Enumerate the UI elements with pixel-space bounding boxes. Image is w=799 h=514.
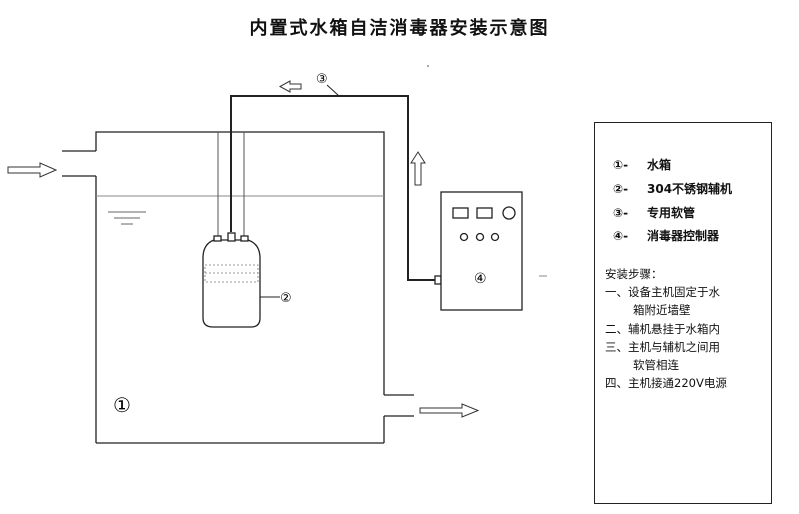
- step-line: 软管相连: [633, 358, 679, 373]
- hose-marker: ③: [316, 72, 328, 87]
- stray-dot: [427, 65, 429, 67]
- hose-connector: [434, 275, 442, 285]
- legend-item: ④-消毒器控制器: [613, 229, 720, 243]
- step-line: 一、设备主机固定于水: [605, 285, 720, 300]
- water-tank: [95, 131, 385, 444]
- step-line: 四、主机接通220V电源: [605, 376, 727, 391]
- diagram-title: 内置式水箱自洁消毒器安装示意图: [249, 18, 550, 39]
- outlet-pipe: [384, 394, 414, 417]
- step-line: 三、主机与辅机之间用: [605, 339, 720, 354]
- step-line: 二、辅机悬挂于水箱内: [605, 321, 720, 336]
- flow-up-arrow: [410, 151, 426, 186]
- controller-box: [440, 191, 523, 311]
- steps-title: 安装步骤：: [605, 267, 663, 281]
- inlet-arrow: [7, 162, 58, 178]
- hose-label-leader: [326, 84, 340, 97]
- installation-steps: 安装步骤： 一、设备主机固定于水 箱附近墙壁 二、辅机悬挂于水箱内 三、主机与辅…: [605, 265, 727, 392]
- hose-line: [230, 95, 437, 281]
- auxiliary-marker: ②: [280, 291, 292, 306]
- legend-item: ①-水箱: [613, 158, 672, 172]
- legend-item: ③-专用软管: [613, 206, 696, 220]
- legend-item: ②-304不锈钢辅机: [613, 182, 733, 196]
- tank-marker: ①: [113, 393, 131, 417]
- hanging-cords: [217, 132, 245, 238]
- step-line: 箱附近墙壁: [633, 303, 691, 318]
- auxiliary-unit: [202, 232, 261, 328]
- outlet-arrow: [419, 403, 480, 418]
- controller-marker: ④: [474, 271, 487, 287]
- flow-left-arrow: [278, 80, 302, 93]
- inlet-pipe: [62, 150, 96, 177]
- water-level-symbol: [108, 211, 146, 225]
- legend-panel: ①-水箱 ②-304不锈钢辅机 ③-专用软管 ④-消毒器控制器 安装步骤： 一、…: [594, 122, 772, 504]
